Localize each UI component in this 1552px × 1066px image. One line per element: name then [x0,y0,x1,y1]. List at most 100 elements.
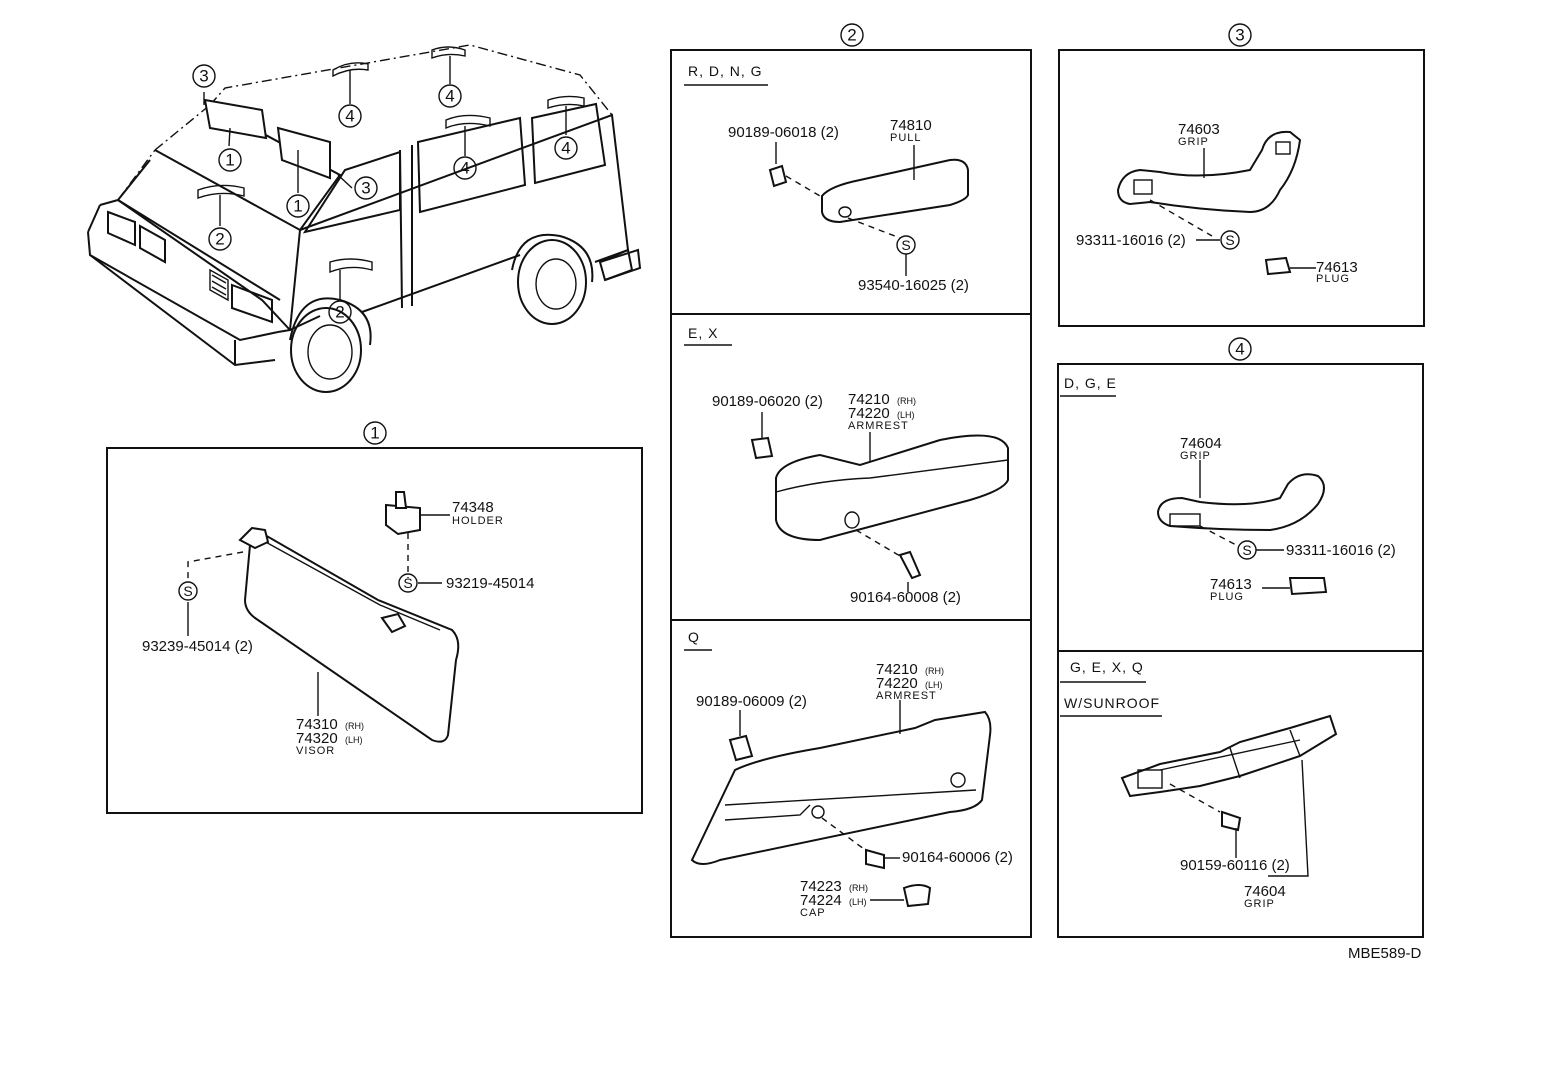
grip-part-number: 74603 [1178,121,1220,138]
s-symbol: S [1242,542,1251,558]
sunroof-grip-number: 74604 [1244,883,1286,900]
cap-part [902,884,932,908]
cap-lh-tag: (LH) [849,897,867,907]
armrest-screw-number: 90164-60008 (2) [850,589,961,606]
subsection-4a: D, G, E S 74604 GRIP 93311-16016 (2) 746… [1060,375,1396,603]
section-2: 2 R, D, N, G S 90189-06018 (2) 74810 PUL… [670,23,1032,938]
armrest-lh-number: 74220 [848,405,890,422]
armrest-rh-number: 74210 [876,661,918,678]
holder-part-number: 74348 [452,499,494,516]
armrest-lh-number: 74220 [876,675,918,692]
van-illustration [87,44,642,393]
grip-part [1116,130,1302,214]
callout-4-roof-mid: 4 [445,87,454,106]
pull-screw-number: 93540-16025 (2) [858,277,969,294]
subsection-2b-header: E, X [688,325,718,341]
armrest-part-name: ARMREST [848,420,909,432]
callout-4-rear: 4 [561,139,570,158]
diagram-code: MBE589-D [1348,945,1422,962]
grip-screw-number: 93311-16016 (2) [1076,232,1186,249]
cap-part-name: CAP [800,907,826,919]
grip-screw-number: 93311-16016 (2) [1286,542,1396,559]
visor-rh-number: 74310 [296,716,338,733]
s-symbol: S [183,583,192,599]
subsection-2a-header: R, D, N, G [688,63,763,79]
grip-part-name: GRIP [1180,450,1211,462]
screw-part [898,550,922,580]
armrest-rh-tag: (RH) [925,666,944,676]
grip-part-number: 74604 [1180,435,1222,452]
section-3: 3 S 74603 GRIP 93311-16016 (2) 74613 PLU… [1058,23,1425,327]
holder-part [385,503,421,536]
armrest-lh-tag: (LH) [897,410,915,420]
plug-part-number: 74613 [1210,576,1252,593]
van-callouts: 3 4 4 4 4 1 1 3 2 2 [192,64,578,324]
clip-part [728,734,754,762]
visor-lh-tag: (LH) [345,735,363,745]
subsection-4a-header: D, G, E [1064,375,1117,391]
subsection-2a: R, D, N, G S 90189-06018 (2) 74810 PULL … [684,63,969,294]
subsection-4b-header: G, E, X, Q [1070,659,1144,675]
pull-part [821,158,969,224]
armrest-rh-tag: (RH) [897,396,916,406]
armrest-part-name: ARMREST [876,690,937,702]
clip-part [768,164,788,188]
section-1-frame [106,447,643,814]
section-1-marker: 1 [370,424,379,443]
visor-lh-number: 74320 [296,730,338,747]
pull-part-number: 74810 [890,117,932,134]
armrest-part [690,710,992,865]
screw-part [1221,810,1242,832]
grip-part [1120,714,1338,798]
section-2-marker: 2 [847,26,856,45]
visor-part-name: VISOR [296,745,335,757]
sunroof-grip-name: GRIP [1244,898,1275,910]
pull-part-name: PULL [890,132,922,144]
callout-4-roof-left: 4 [345,107,354,126]
visor-rh-tag: (RH) [345,721,364,731]
visor-part [243,533,460,743]
subsection-4b: G, E, X, Q W/SUNROOF 90159-60116 (2) 746… [1060,659,1338,910]
callout-4-window: 4 [460,159,469,178]
armrest-lh-tag: (LH) [925,680,943,690]
armrest-rh-number: 74210 [848,391,890,408]
callout-2-right: 2 [335,303,344,322]
armrest-clip-number: 90189-06009 (2) [696,693,807,710]
subsection-4b-subheader: W/SUNROOF [1064,695,1160,711]
cap-lh-number: 74224 [800,892,842,909]
plug-part-name: PLUG [1210,591,1244,603]
callout-2-left: 2 [215,230,224,249]
plug-part-name: PLUG [1316,273,1350,285]
plug-part-number: 74613 [1316,259,1358,276]
grip-part [1156,473,1325,532]
screw-part [865,848,885,870]
pull-clip-number: 90189-06018 (2) [728,124,839,141]
armrest-part [775,434,1009,542]
s-symbol: S [1225,232,1234,248]
plug-part [1288,577,1328,596]
subsection-2b: E, X 90189-06020 (2) 74210 (RH) 74220 (L… [684,325,1009,606]
callout-1-right: 1 [293,197,302,216]
sunroof-screw-number: 90159-60116 (2) [1180,857,1290,874]
visor-screw-number: 93239-45014 (2) [142,638,253,655]
armrest-clip-number: 90189-06020 (2) [712,393,823,410]
grip-part-name: GRIP [1178,136,1209,148]
section-4-marker: 4 [1235,340,1244,359]
section-3-marker: 3 [1235,26,1244,45]
holder-screw-number: 93219-45014 [446,575,534,592]
subsection-2c: Q 90189-06009 (2) 74210 (RH) 74220 (LH) … [684,629,1013,919]
section-3-frame [1058,49,1425,327]
s-symbol: S [901,237,910,253]
s-symbol: S [403,575,412,591]
cap-rh-tag: (RH) [849,883,868,893]
plug-part [1264,256,1292,276]
section-1-visor: 1 S S 74348 HOLDER 93219-45014 93239-450… [106,421,643,814]
holder-part-name: HOLDER [452,515,504,527]
subsection-2c-header: Q [688,629,700,645]
callout-3-top: 3 [199,67,208,86]
section-2-frame [670,49,1032,938]
callout-3-right: 3 [361,179,370,198]
section-4: 4 D, G, E S 74604 GRIP 93311-16016 (2) 7… [1057,337,1424,938]
cap-rh-number: 74223 [800,878,842,895]
